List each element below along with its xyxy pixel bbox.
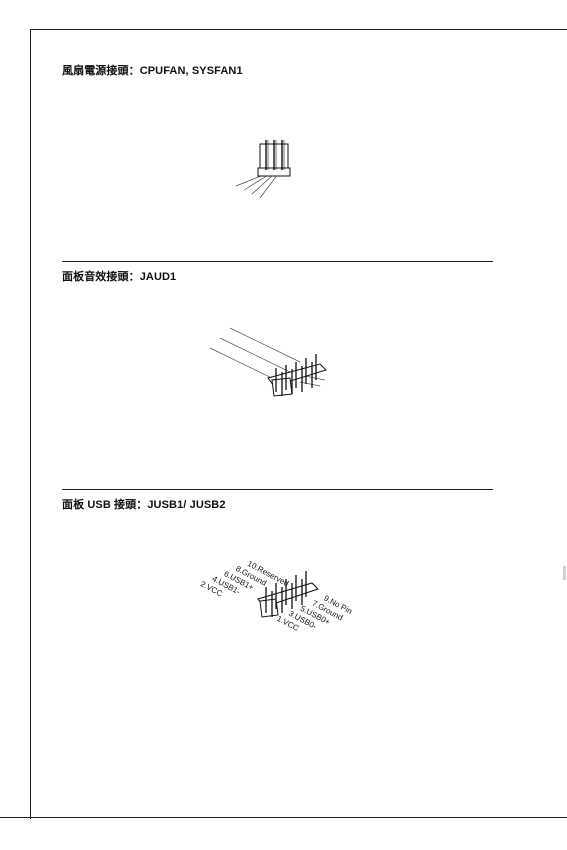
audio-connector-diagram (200, 320, 340, 400)
edge-mark (563, 566, 566, 580)
fan-connector-heading: 風扇電源接頭：CPUFAN, SYSFAN1 (62, 62, 243, 78)
audio-connector-heading: 面板音效接頭：JAUD1 (62, 268, 176, 284)
page-frame-left (30, 29, 31, 819)
section-divider (62, 489, 493, 490)
page-frame-bottom (0, 817, 567, 818)
fan-connector-diagram (230, 138, 310, 198)
section-divider (62, 261, 493, 262)
usb-connector-heading: 面板 USB 接頭：JUSB1/ JUSB2 (62, 496, 226, 512)
usb-connector-diagram: 10.Reserved 8.Ground 6.USB1+ 4.USB1- 2.V… (200, 535, 370, 650)
page-frame-top (30, 29, 567, 30)
